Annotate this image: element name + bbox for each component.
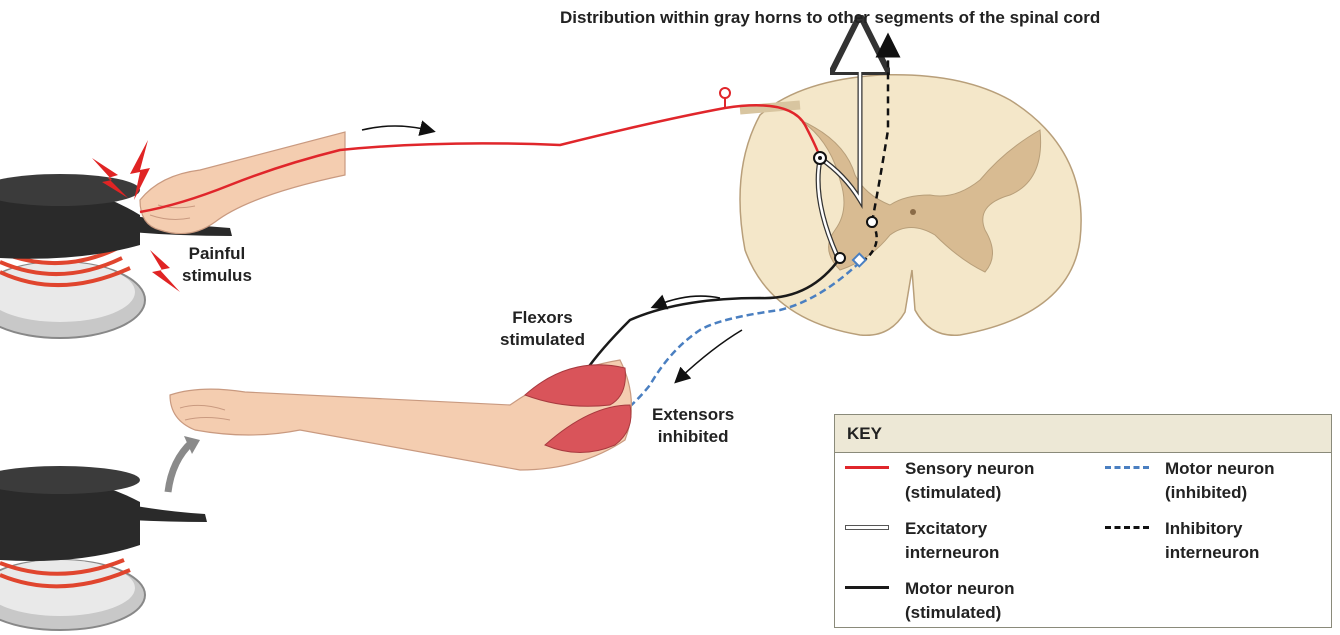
legend-item-sensory: Sensory neuron (stimulated) xyxy=(845,457,1034,505)
legend-label: Inhibitory interneuron xyxy=(1165,519,1260,562)
legend-swatch-white xyxy=(845,517,889,539)
legend-swatch-red xyxy=(845,457,889,479)
legend-item-motor-inhibited: Motor neuron (inhibited) xyxy=(1105,457,1275,505)
excitatory-interneuron xyxy=(813,45,860,260)
motor-neuron-inhibited xyxy=(599,261,861,432)
withdraw-arrow xyxy=(164,439,195,493)
painful-stimulus-label: Painful stimulus xyxy=(182,244,252,285)
pan-bottom xyxy=(0,466,207,631)
sensory-neuron-path xyxy=(139,104,822,214)
legend-label: Motor neuron (inhibited) xyxy=(1165,459,1275,502)
motion-arrow-flexor xyxy=(650,294,721,310)
legend-label: Motor neuron (stimulated) xyxy=(905,579,1015,622)
motion-arrow-extensor xyxy=(674,329,743,384)
arm-top xyxy=(139,131,346,235)
legend-swatch-black-dashed xyxy=(1105,517,1149,539)
motion-arrow-top xyxy=(361,120,436,136)
legend-label: Sensory neuron (stimulated) xyxy=(905,459,1035,502)
flexor-muscle xyxy=(524,364,626,407)
extensors-label: Extensors inhibited xyxy=(652,405,735,446)
legend-label: Excitatory interneuron xyxy=(905,519,1000,562)
spinal-cord-cross-section xyxy=(739,73,1082,337)
extensor-muscle xyxy=(544,404,632,453)
legend-item-inhibitory: Inhibitory interneuron xyxy=(1105,517,1259,565)
legend-item-motor-stimulated: Motor neuron (stimulated) xyxy=(845,577,1015,625)
pain-lightning xyxy=(92,140,180,292)
distribution-label: Distribution within gray horns to other … xyxy=(560,8,1101,27)
legend-header: KEY xyxy=(835,415,1331,453)
arm-bottom xyxy=(169,359,632,471)
legend-swatch-black xyxy=(845,577,889,599)
legend-item-excitatory: Excitatory interneuron xyxy=(845,517,999,565)
flexors-label: Flexors stimulated xyxy=(500,308,586,349)
legend-swatch-blue-dashed xyxy=(1105,457,1149,479)
sensory-ganglion xyxy=(719,87,731,108)
legend-key: KEY Sensory neuron (stimulated) Motor ne… xyxy=(834,414,1332,628)
